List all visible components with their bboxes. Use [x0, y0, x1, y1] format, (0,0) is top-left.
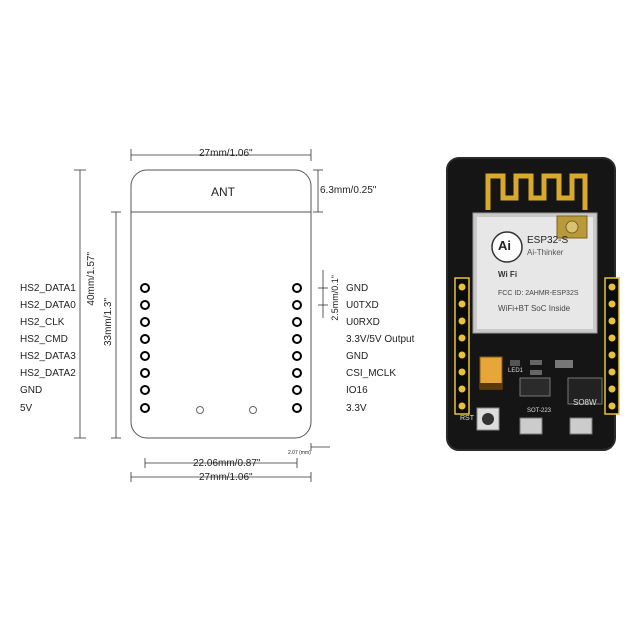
- mounting-hole-right: [249, 406, 257, 414]
- left-pin-label: HS2_CLK: [20, 317, 65, 328]
- module-desc: WiFi+BT SoC Inside: [498, 304, 571, 313]
- module-outline: [130, 169, 312, 439]
- module-logo-text: Ai: [498, 238, 511, 253]
- board-right-header: [604, 277, 620, 415]
- left-pin-6: [140, 368, 150, 378]
- left-pin-label: 5V: [20, 403, 33, 414]
- right-pin-3: [292, 317, 302, 327]
- right-pin-label: GND: [346, 351, 369, 362]
- dim-top-width-label: 27mm/1.06": [199, 148, 253, 159]
- left-pin-label: GND: [20, 385, 43, 396]
- left-pin-4: [140, 334, 150, 344]
- led-label: LED1: [508, 368, 524, 374]
- right-pin-label: 3.3V: [346, 403, 367, 414]
- dim-bottom-width-label: 27mm/1.06": [199, 472, 253, 483]
- right-pin-label: GND: [346, 283, 369, 294]
- right-pin-2: [292, 300, 302, 310]
- wifi-mark: Wi Fi: [498, 270, 518, 279]
- dim-pin-offset-label: 2.07 (mm): [288, 450, 311, 456]
- right-pin-4: [292, 334, 302, 344]
- dim-antenna-height-label: 6.3mm/0.25": [320, 185, 377, 196]
- left-header-pins: [140, 283, 150, 413]
- left-pin-7: [140, 385, 150, 395]
- fcc-id: FCC ID: 2AHMR-ESP32S: [498, 290, 579, 297]
- sot-label: SOT-223: [527, 408, 552, 414]
- chip-mark: SO8W: [573, 398, 597, 407]
- right-pin-5: [292, 351, 302, 361]
- left-pin-label: HS2_DATA1: [20, 283, 76, 294]
- so8w-chip: [567, 377, 603, 405]
- right-pin-label: CSI_MCLK: [346, 368, 397, 379]
- left-pin-label: HS2_CMD: [20, 334, 68, 345]
- reset-label: RST: [460, 415, 474, 422]
- right-pin-7: [292, 385, 302, 395]
- right-pin-label: IO16: [346, 385, 368, 396]
- module-name: ESP32-S: [527, 235, 569, 246]
- left-pin-label: HS2_DATA2: [20, 368, 76, 379]
- sot223-regulator: [519, 377, 551, 397]
- antenna-trace: [485, 173, 588, 210]
- led1: [510, 360, 520, 366]
- module-brand: Ai-Thinker: [527, 248, 564, 257]
- right-pin-6: [292, 368, 302, 378]
- right-pin-1: [292, 283, 302, 293]
- ai-logo: [491, 231, 523, 263]
- board-connector-left: [519, 417, 543, 435]
- left-pin-label: HS2_DATA0: [20, 300, 76, 311]
- antenna-label: ANT: [211, 185, 235, 199]
- right-header-pins: [292, 283, 302, 413]
- left-pin-label: HS2_DATA3: [20, 351, 76, 362]
- left-pin-8: [140, 403, 150, 413]
- board-connector-right: [569, 417, 593, 435]
- right-pin-label: 3.3V/5V Output: [346, 334, 415, 345]
- board-left-header: [454, 277, 470, 415]
- mounting-hole-left: [196, 406, 204, 414]
- left-pin-2: [140, 300, 150, 310]
- right-pin-label: U0RXD: [346, 317, 380, 328]
- left-pin-5: [140, 351, 150, 361]
- left-pin-1: [140, 283, 150, 293]
- right-pin-label: U0TXD: [346, 300, 379, 311]
- right-pin-8: [292, 403, 302, 413]
- dim-row-spacing-label: 22.06mm/0.87": [193, 458, 261, 469]
- left-pin-3: [140, 317, 150, 327]
